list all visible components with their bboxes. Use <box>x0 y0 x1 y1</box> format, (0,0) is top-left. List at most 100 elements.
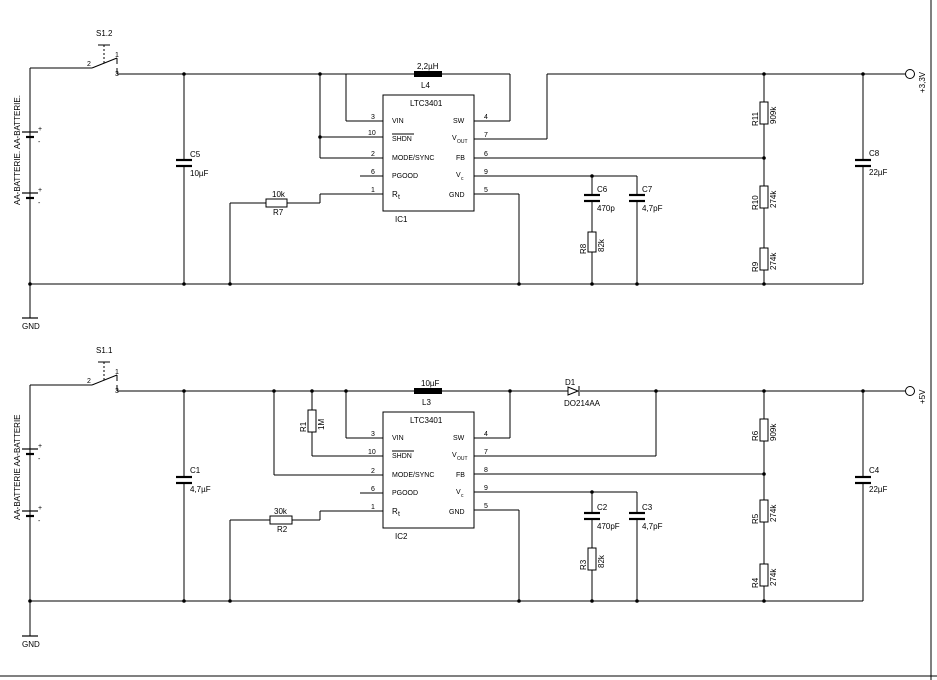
pin-name-subscript: t <box>398 194 400 201</box>
pin-number: 8 <box>484 467 488 474</box>
r3-value: 82k <box>597 554 606 568</box>
r2-value: 30k <box>274 507 288 516</box>
r6-value: 909k <box>769 423 778 441</box>
pin-number: 7 <box>484 132 488 139</box>
r8-ref: R8 <box>579 243 588 254</box>
ic2-part: LTC3401 <box>410 416 443 425</box>
ic1-part: LTC3401 <box>410 99 443 108</box>
pin-name: FB <box>456 155 465 162</box>
r4-value: 274k <box>769 568 778 586</box>
pin-name: GND <box>449 509 465 516</box>
battery-label: AA-BATTERIE. AA-BATTERIE. <box>13 95 22 205</box>
inductor-l4-symbol <box>414 71 442 77</box>
pin-name: SHDN <box>392 136 412 143</box>
ic1-body <box>382 94 475 212</box>
l3-ref: L3 <box>422 398 431 407</box>
c7-ref: C7 <box>642 185 653 194</box>
pin-name: VIN <box>392 435 404 442</box>
gnd-label: GND <box>22 640 40 649</box>
r4-ref: R4 <box>751 577 760 588</box>
pin-name-subscript: c <box>461 493 464 499</box>
switch-label: S1.1 <box>96 346 113 355</box>
pin-name: MODE/SYNC <box>392 472 434 479</box>
l4-value: 2,2µH <box>417 62 439 71</box>
c6-value: 470p <box>597 204 615 213</box>
switch-pin: 3 <box>115 388 119 395</box>
capacitor-c7-symbol <box>629 193 645 203</box>
r2-ref: R2 <box>277 525 288 534</box>
resistor-r9-symbol <box>759 247 769 271</box>
r9-value: 274k <box>769 252 778 270</box>
battery-minus-sign: - <box>38 456 41 463</box>
pin-name-subscript: OUT <box>457 456 468 462</box>
r8-value: 82k <box>597 238 606 252</box>
pin-number: 4 <box>484 114 488 121</box>
resistor-r10-symbol <box>759 185 769 209</box>
l4-ref: L4 <box>421 81 430 90</box>
resistor-r1-symbol <box>307 409 317 433</box>
capacitor-c8-symbol <box>855 158 871 168</box>
pin-number: 6 <box>371 169 375 176</box>
d1-value: DO214AA <box>564 399 601 408</box>
battery-symbol <box>22 110 38 200</box>
r6-ref: R6 <box>751 430 760 441</box>
battery-plus-sign: + <box>38 505 42 512</box>
r9-ref: R9 <box>751 261 760 272</box>
resistor-r8-symbol <box>587 231 597 253</box>
pin-number: 3 <box>371 431 375 438</box>
c3-ref: C3 <box>642 503 653 512</box>
resistor-r11-symbol <box>759 101 769 125</box>
pin-name: V <box>456 172 461 179</box>
pin-name-subscript: t <box>398 511 400 518</box>
circuit-3v3: GND + - + - AA-BATTERIE. AA-BATTERIE. S1… <box>13 29 927 331</box>
switch-pin: 1 <box>115 369 119 376</box>
capacitor-c6-symbol <box>584 193 600 203</box>
capacitor-c5-symbol <box>176 158 192 168</box>
switch-pin: 2 <box>87 61 91 68</box>
battery-plus-sign: + <box>38 187 42 194</box>
pin-number: 1 <box>371 504 375 511</box>
c5-value: 10µF <box>190 169 209 178</box>
battery-plus-sign: + <box>38 443 42 450</box>
pin-name: PGOOD <box>392 490 418 497</box>
resistor-r6-symbol <box>759 418 769 442</box>
c2-value: 470pF <box>597 522 620 531</box>
c7-value: 4,7pF <box>642 204 663 213</box>
pin-number: 9 <box>484 169 488 176</box>
pin-number: 7 <box>484 449 488 456</box>
pin-number: 1 <box>371 187 375 194</box>
junction-dots <box>28 389 865 603</box>
pin-name: PGOOD <box>392 173 418 180</box>
diode-d1-symbol <box>567 386 580 396</box>
pin-number: 5 <box>484 187 488 194</box>
resistor-r5-symbol <box>759 499 769 523</box>
pin-name: V <box>456 489 461 496</box>
pin-name: FB <box>456 472 465 479</box>
pin-name-subscript: OUT <box>457 139 468 145</box>
battery-label: AA-BATTERIE AA-BATTERIE <box>13 415 22 521</box>
switch-symbol <box>91 44 118 74</box>
r1-value: 1M <box>317 419 326 430</box>
pin-name: SW <box>453 435 465 442</box>
pin-number: 5 <box>484 503 488 510</box>
pin-name: VIN <box>392 118 404 125</box>
r1-ref: R1 <box>299 421 308 432</box>
ic1-ref: IC1 <box>395 215 408 224</box>
c5-ref: C5 <box>190 150 201 159</box>
circuit-5v: GND + - + - AA-BATTERIE AA-BATTERIE S1.1… <box>13 346 927 649</box>
c4-ref: C4 <box>869 466 880 475</box>
pin-number: 10 <box>368 130 376 137</box>
pin-name: GND <box>449 192 465 199</box>
ic2-body <box>382 411 475 529</box>
pin-name: R <box>392 190 398 199</box>
resistor-r4-symbol <box>759 563 769 587</box>
c3-value: 4,7pF <box>642 522 663 531</box>
pin-number: 2 <box>371 468 375 475</box>
c1-value: 4,7µF <box>190 485 211 494</box>
switch-pin: 1 <box>115 52 119 59</box>
pin-number: 2 <box>371 151 375 158</box>
r5-ref: R5 <box>751 513 760 524</box>
c1-ref: C1 <box>190 466 201 475</box>
switch-symbol <box>91 361 118 391</box>
